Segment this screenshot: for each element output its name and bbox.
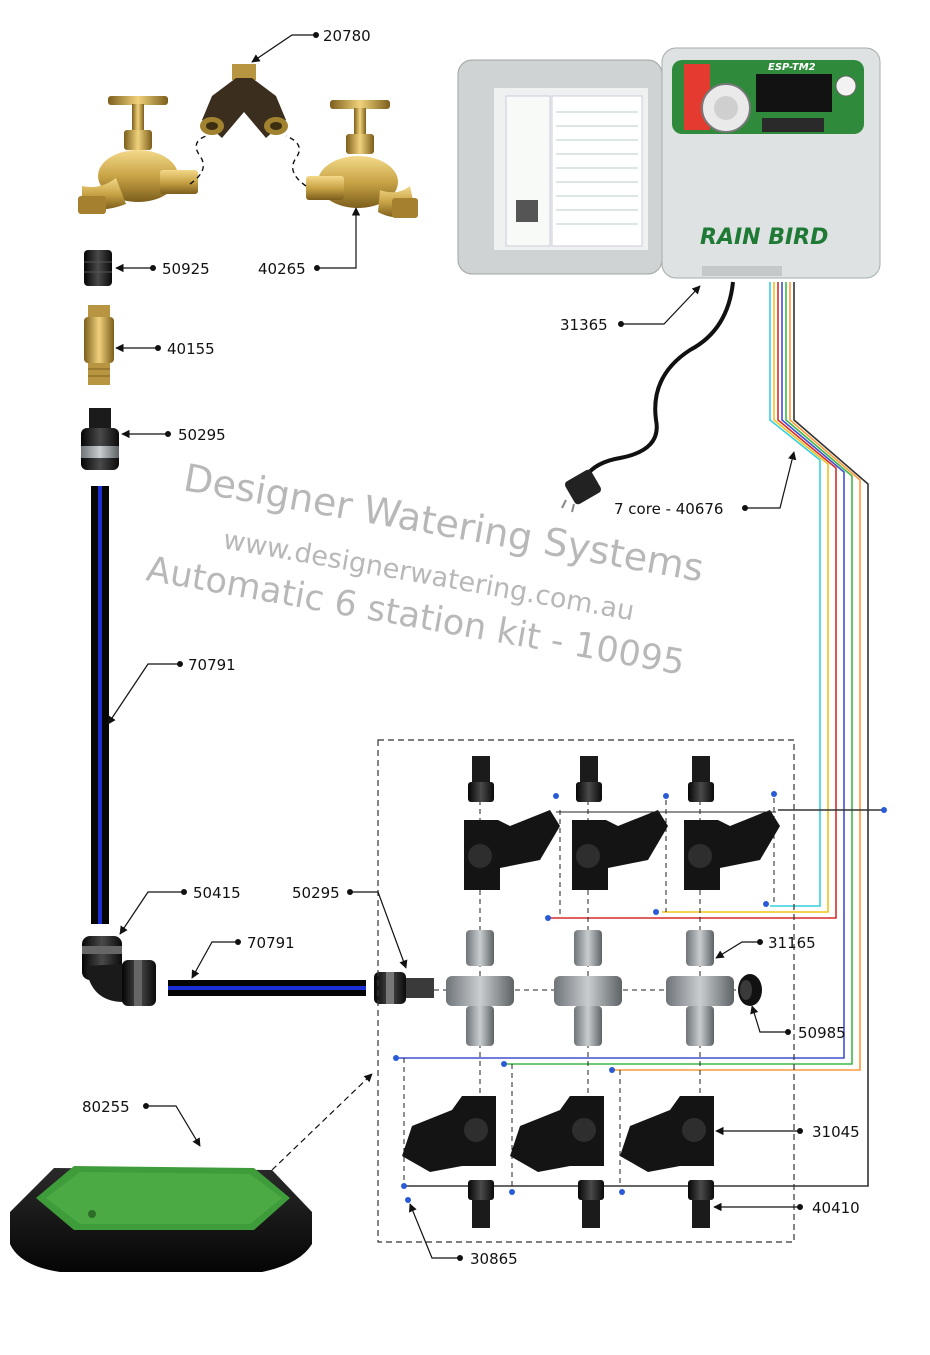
power-cable <box>584 281 735 478</box>
connector-50295-top <box>81 408 119 470</box>
tap-right-hose <box>285 135 307 187</box>
tap-right <box>306 100 418 218</box>
pipe-70791-vertical <box>91 486 109 924</box>
connector-50295-mid <box>374 972 434 1004</box>
label-50925: 50925 <box>162 260 210 278</box>
valve-box-80255 <box>10 1166 312 1272</box>
top-valve-row <box>464 756 887 921</box>
tap-left-hose <box>189 135 207 185</box>
label-20780: 20780 <box>323 27 371 45</box>
leader-lines <box>107 34 800 1259</box>
controller-brand: RAIN BIRD <box>700 225 828 250</box>
label-70791-vertical: 70791 <box>188 656 236 674</box>
label-50295-mid: 50295 <box>292 884 340 902</box>
power-plug <box>561 469 602 513</box>
y-piece-20780 <box>200 64 288 138</box>
manifold-outline <box>377 739 795 1243</box>
label-31365: 31365 <box>560 316 608 334</box>
bottom-valve-row <box>393 1055 714 1228</box>
tap-left <box>78 96 198 214</box>
plug-50925 <box>84 250 112 286</box>
valve-40155 <box>84 305 114 385</box>
label-7-core: 7 core - 40676 <box>614 500 723 518</box>
pipe-70791-horizontal <box>168 980 366 996</box>
cross-fittings-31165 <box>446 930 734 1046</box>
controller-31365: ESP-TM2 RAIN BIRD <box>457 47 881 279</box>
label-50295-top: 50295 <box>178 426 226 444</box>
label-70791-horizontal: 70791 <box>247 934 295 952</box>
elbow-50415 <box>82 936 156 1006</box>
label-31165: 31165 <box>768 934 816 952</box>
label-50985: 50985 <box>798 1024 846 1042</box>
label-31045: 31045 <box>812 1123 860 1141</box>
leader-dots <box>143 32 803 1261</box>
label-50415: 50415 <box>193 884 241 902</box>
watermark: Designer Watering Systems www.designerwa… <box>143 456 707 684</box>
label-40410: 40410 <box>812 1199 860 1217</box>
label-40265: 40265 <box>258 260 306 278</box>
label-40155: 40155 <box>167 340 215 358</box>
end-cap-50985 <box>738 974 762 1006</box>
label-30865: 30865 <box>470 1250 518 1268</box>
label-80255: 80255 <box>82 1098 130 1116</box>
controller-model: ESP-TM2 <box>768 62 816 73</box>
part-labels: 20780 40265 50925 40155 50295 31365 7 co… <box>82 27 860 1268</box>
wire-bundle-7-core <box>396 282 884 1187</box>
